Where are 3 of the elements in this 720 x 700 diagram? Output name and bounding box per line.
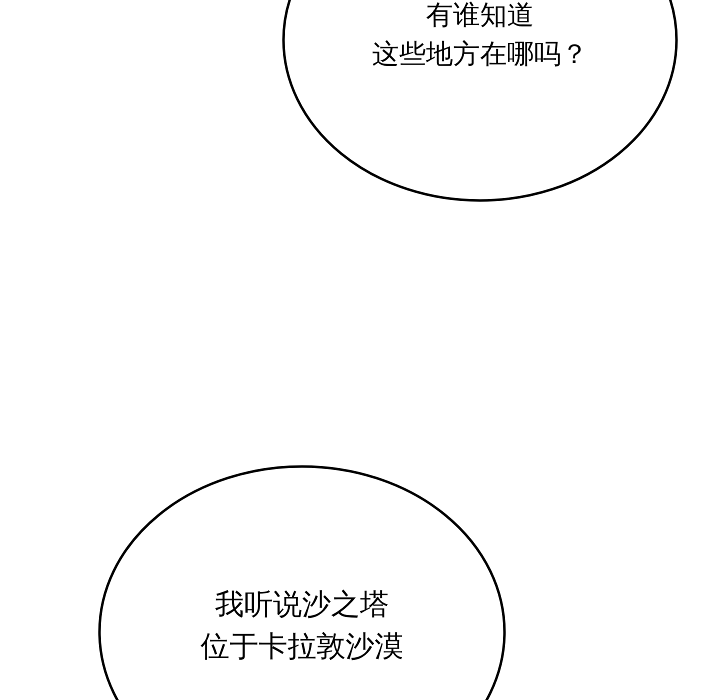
speech-text: 有谁知道这些地方在哪吗？: [371, 0, 589, 72]
speech-bubble: [98, 465, 506, 700]
speech-text: 我听说沙之塔位于卡拉敦沙漠: [200, 586, 404, 666]
